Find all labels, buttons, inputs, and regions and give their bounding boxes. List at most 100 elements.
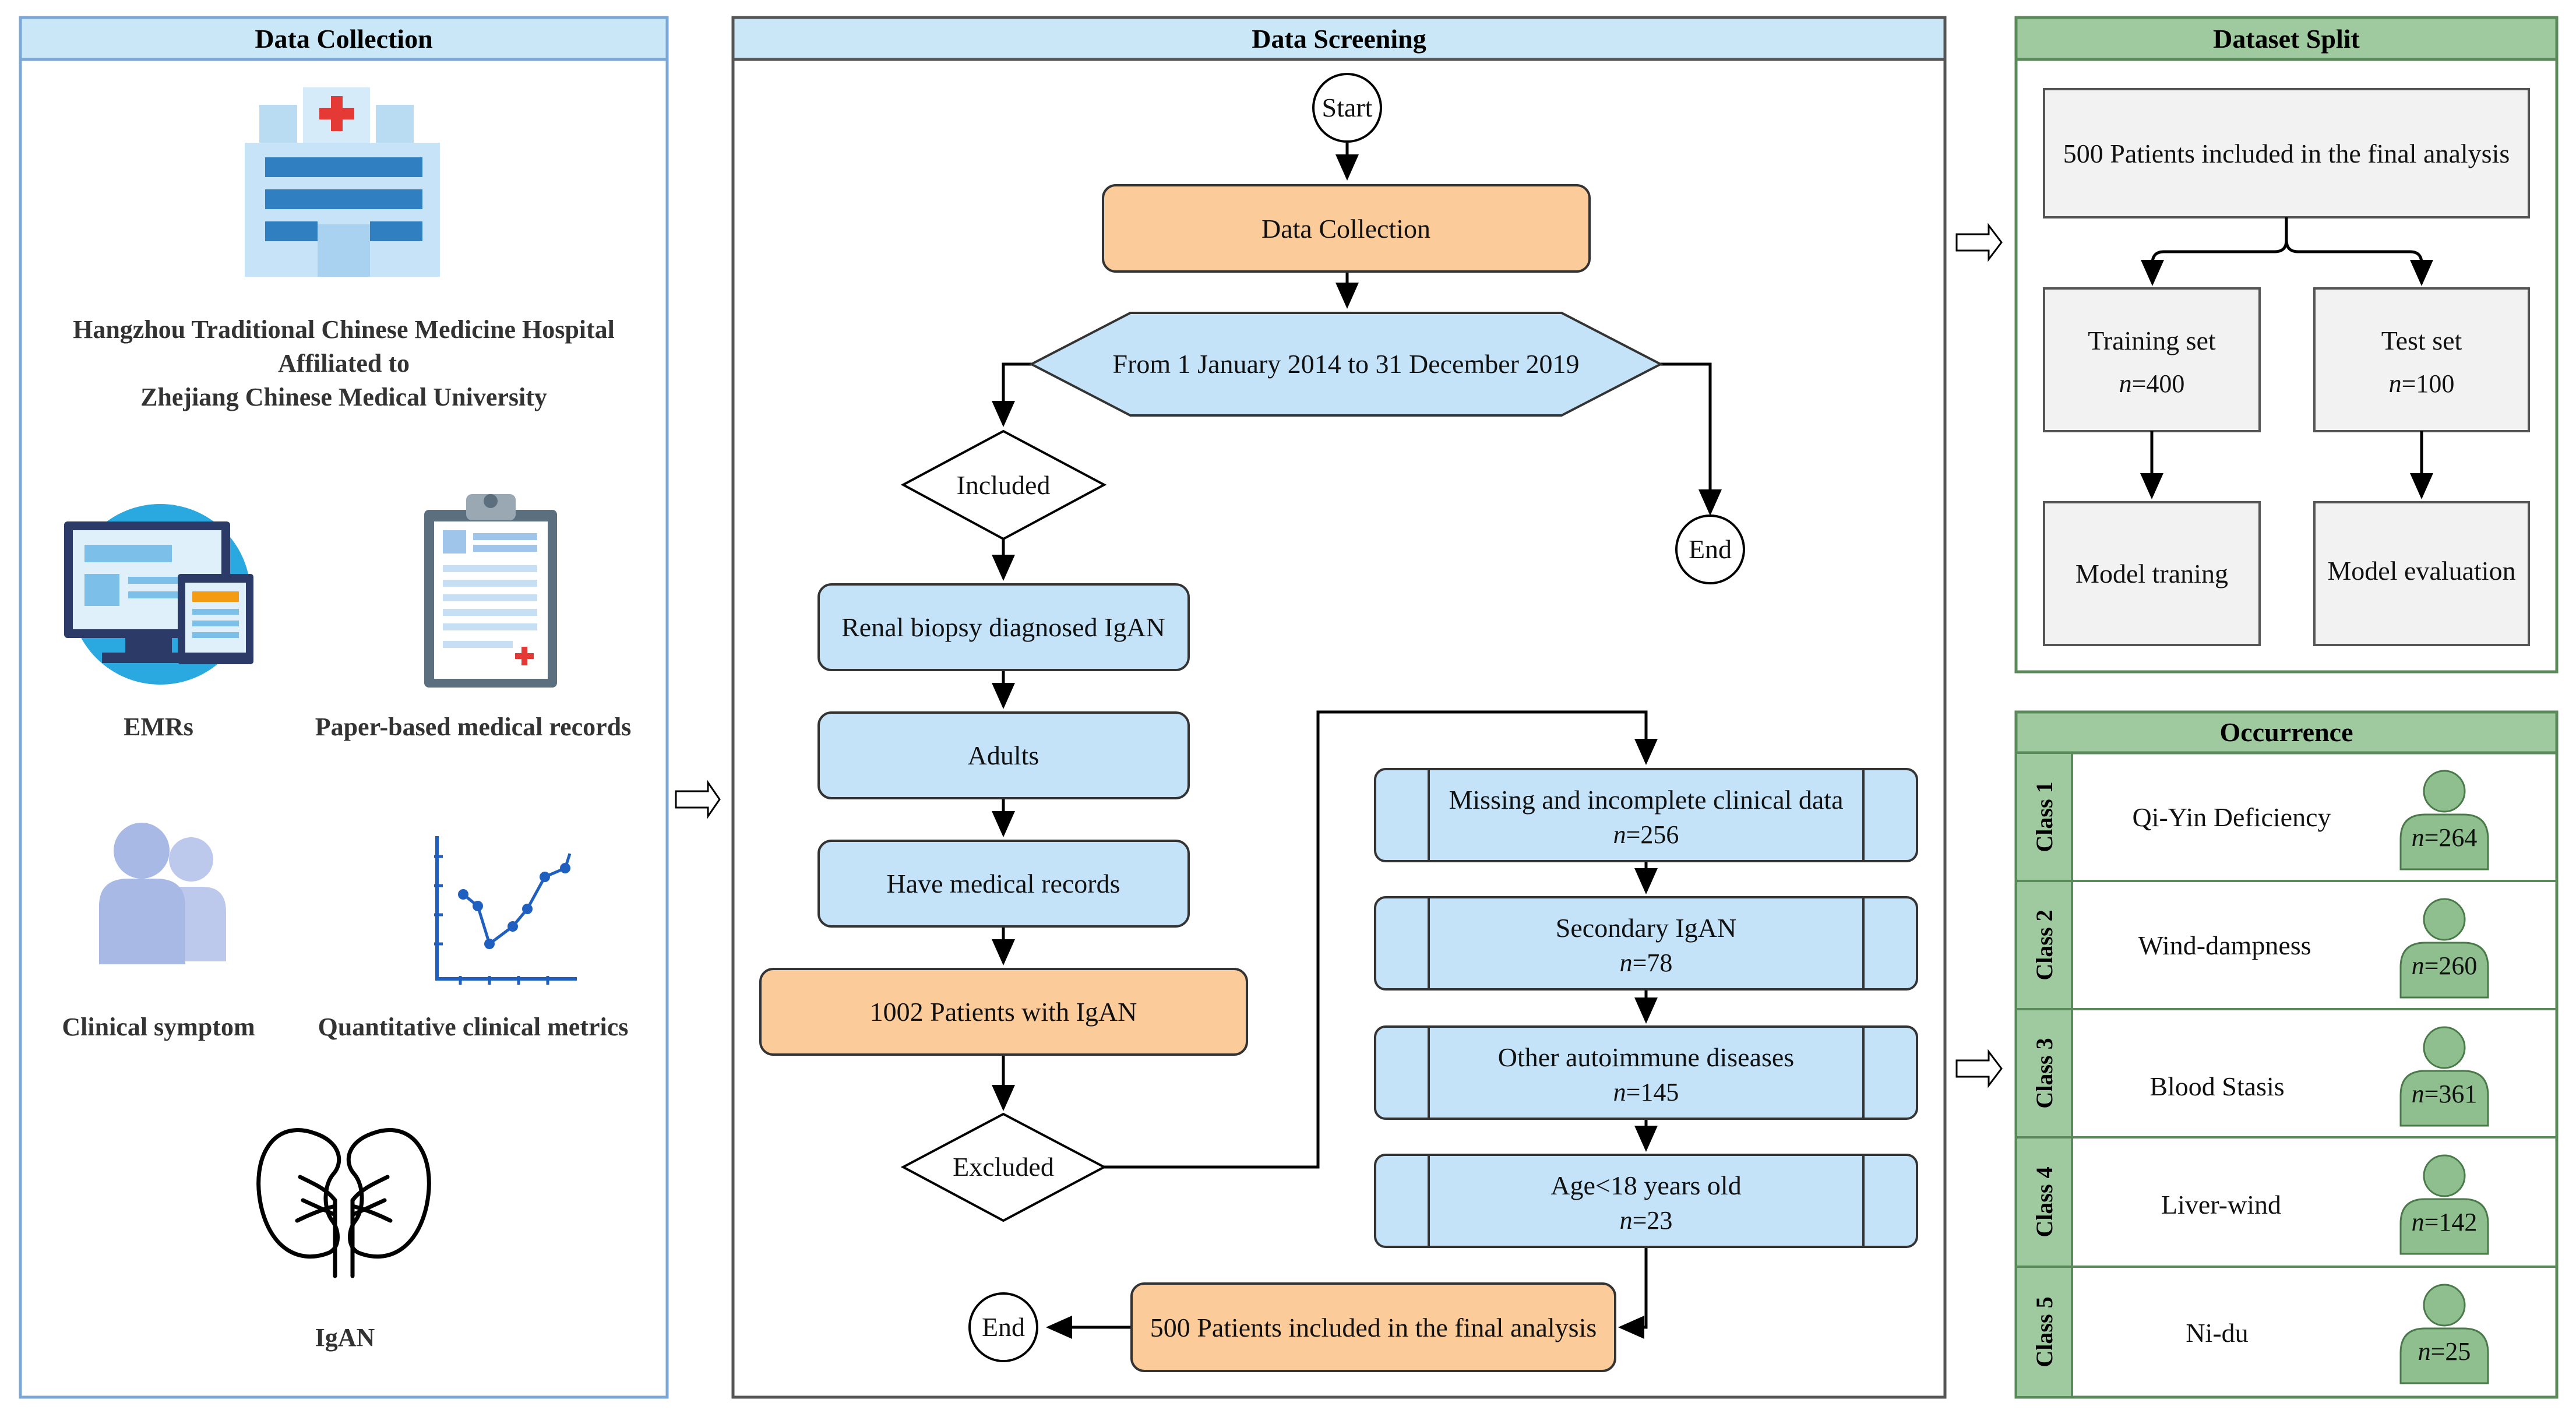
- training-set-label: Training set: [2088, 326, 2216, 355]
- edge-total-test: [2285, 239, 2433, 286]
- dataset-split-panel: Dataset Split 500 Patients included in t…: [2014, 16, 2559, 674]
- dataset-split-title: Dataset Split: [2213, 24, 2360, 54]
- class-4-name: Liver-wind: [2161, 1190, 2281, 1219]
- person-4-icon: [2399, 1154, 2489, 1255]
- edge-excluded-exclusions: [1104, 710, 1658, 1169]
- emr-monitor-icon: [64, 504, 253, 685]
- clipboard-icon: [424, 494, 557, 688]
- hospital-name-line3: Zhejiang Chinese Medical University: [140, 383, 547, 411]
- occurrence-panel: Occurrence Class 1 Qi-Yin Deficiency n=2…: [2014, 710, 2559, 1399]
- occurrence-title: Occurrence: [2219, 717, 2353, 747]
- class-4-count: n=142: [2412, 1208, 2478, 1236]
- clinical-symptom-label: Clinical symptom: [62, 1013, 255, 1041]
- exclusion-3-count: n=145: [1613, 1078, 1679, 1106]
- data-collection-panel: Data Collection Hangzhou Traditional Chi…: [19, 16, 669, 1399]
- class-1-count: n=264: [2412, 823, 2478, 852]
- exclusion-2-count: n=78: [1620, 949, 1673, 977]
- records-node: Have medical records: [817, 840, 1190, 928]
- emrs-label: EMRs: [124, 713, 193, 741]
- end-top-node: End: [1675, 514, 1745, 584]
- exclusion-node-1: Missing and incomplete clinical data n=2…: [1374, 768, 1918, 862]
- person-5-icon: [2399, 1284, 2489, 1384]
- model-training-node: Model traning: [2043, 501, 2261, 646]
- class-2-label: Class 2: [2031, 910, 2057, 980]
- exclusion-1-label: Missing and incomplete clinical data: [1449, 785, 1843, 815]
- occurrence-row-5: Class 5 Ni-du n=25: [2015, 1266, 2489, 1398]
- patients-1002-label: 1002 Patients with IgAN: [870, 997, 1137, 1027]
- class-1-name: Qi-Yin Deficiency: [2132, 802, 2331, 832]
- class-2-name: Wind-dampness: [2138, 930, 2311, 960]
- occurrence-row-2: Class 2 Wind-dampness n=260: [2015, 880, 2557, 1010]
- final-500-label: 500 Patients included in the final analy…: [1150, 1313, 1597, 1342]
- exclusion-node-3: Other autoimmune diseases n=145: [1374, 1025, 1918, 1120]
- person-1-icon: [2399, 770, 2489, 870]
- edge-exclusion4-final: [1618, 1247, 1648, 1339]
- occurrence-header: [2014, 710, 2559, 755]
- paper-records-label: Paper-based medical records: [315, 713, 632, 741]
- exclusion-4-label: Age<18 years old: [1550, 1171, 1741, 1200]
- data-collection-node-label: Data Collection: [1261, 214, 1430, 244]
- class-5-label: Class 5: [2031, 1296, 2057, 1367]
- panel-arrow-3-icon: [1955, 1049, 2003, 1088]
- hospital-icon: [245, 87, 440, 277]
- end-bottom-node: End: [968, 1292, 1038, 1362]
- kidney-icon: [256, 1128, 431, 1278]
- included-label: Included: [957, 470, 1051, 500]
- model-evaluation-label: Model evaluation: [2327, 556, 2515, 586]
- metrics-chart-icon: [434, 836, 577, 985]
- class-3-name: Blood Stasis: [2149, 1071, 2284, 1101]
- dataset-split-header: [2014, 16, 2559, 61]
- adults-node: Adults: [817, 711, 1190, 799]
- split-total-label: 500 Patients included in the final analy…: [2063, 139, 2510, 168]
- data-screening-header: [731, 16, 1947, 61]
- model-evaluation-node: Model evaluation: [2313, 501, 2530, 646]
- exclusion-1-count: n=256: [1613, 820, 1679, 849]
- training-set-node: Training set n=400: [2043, 287, 2261, 432]
- class-5-name: Ni-du: [2186, 1318, 2248, 1348]
- data-collection-node: Data Collection: [1102, 184, 1591, 273]
- data-screening-panel: Data Screening Start Data Collection Fro…: [731, 16, 1947, 1399]
- data-screening-title: Data Screening: [1252, 24, 1426, 54]
- adults-label: Adults: [968, 741, 1039, 770]
- period-label: From 1 January 2014 to 31 December 2019: [1112, 349, 1579, 379]
- model-training-label: Model traning: [2075, 559, 2228, 588]
- panel-arrow-1-icon: [675, 780, 721, 819]
- panel-arrow-2-icon: [1955, 223, 2003, 262]
- igan-label: IgAN: [315, 1323, 375, 1352]
- occurrence-row-4: Class 4 Liver-wind n=142: [2015, 1136, 2557, 1268]
- occurrence-row-1: Class 1 Qi-Yin Deficiency n=264: [2015, 752, 2557, 882]
- class-1-label: Class 1: [2031, 781, 2057, 852]
- quantitative-metrics-label: Quantitative clinical metrics: [318, 1013, 629, 1041]
- class-5-count: n=25: [2418, 1337, 2471, 1366]
- period-hexagon: From 1 January 2014 to 31 December 2019: [1028, 312, 1664, 417]
- person-3-icon: [2399, 1026, 2489, 1127]
- test-set-node: Test set n=100: [2313, 287, 2530, 432]
- included-diamond: Included: [900, 429, 1107, 541]
- start-node: Start: [1312, 73, 1382, 143]
- split-total-node: 500 Patients included in the final analy…: [2043, 88, 2530, 218]
- excluded-diamond: Excluded: [900, 1112, 1107, 1222]
- records-label: Have medical records: [886, 869, 1120, 898]
- class-4-label: Class 4: [2031, 1166, 2057, 1237]
- test-set-label: Test set: [2381, 326, 2462, 355]
- edge-period-included: [992, 362, 1031, 427]
- person-2-icon: [2399, 898, 2489, 999]
- edge-period-end: [1661, 362, 1722, 516]
- final-500-node: 500 Patients included in the final analy…: [1130, 1282, 1616, 1372]
- exclusion-node-4: Age<18 years old n=23: [1374, 1154, 1918, 1248]
- occurrence-row-3: Class 3 Blood Stasis n=361: [2015, 1008, 2557, 1138]
- class-3-count: n=361: [2412, 1080, 2478, 1108]
- end-top-label: End: [1689, 534, 1732, 564]
- exclusion-node-2: Secondary IgAN n=78: [1374, 896, 1918, 991]
- start-label: Start: [1322, 93, 1373, 122]
- exclusion-2-label: Secondary IgAN: [1556, 913, 1736, 943]
- end-bottom-label: End: [982, 1312, 1025, 1342]
- biopsy-node: Renal biopsy diagnosed IgAN: [817, 583, 1190, 671]
- training-set-count: n=400: [2119, 369, 2185, 398]
- data-collection-title: Data Collection: [255, 24, 432, 54]
- biopsy-label: Renal biopsy diagnosed IgAN: [841, 612, 1165, 642]
- exclusion-3-label: Other autoimmune diseases: [1498, 1042, 1794, 1072]
- hospital-name-line1: Hangzhou Traditional Chinese Medicine Ho…: [73, 315, 615, 344]
